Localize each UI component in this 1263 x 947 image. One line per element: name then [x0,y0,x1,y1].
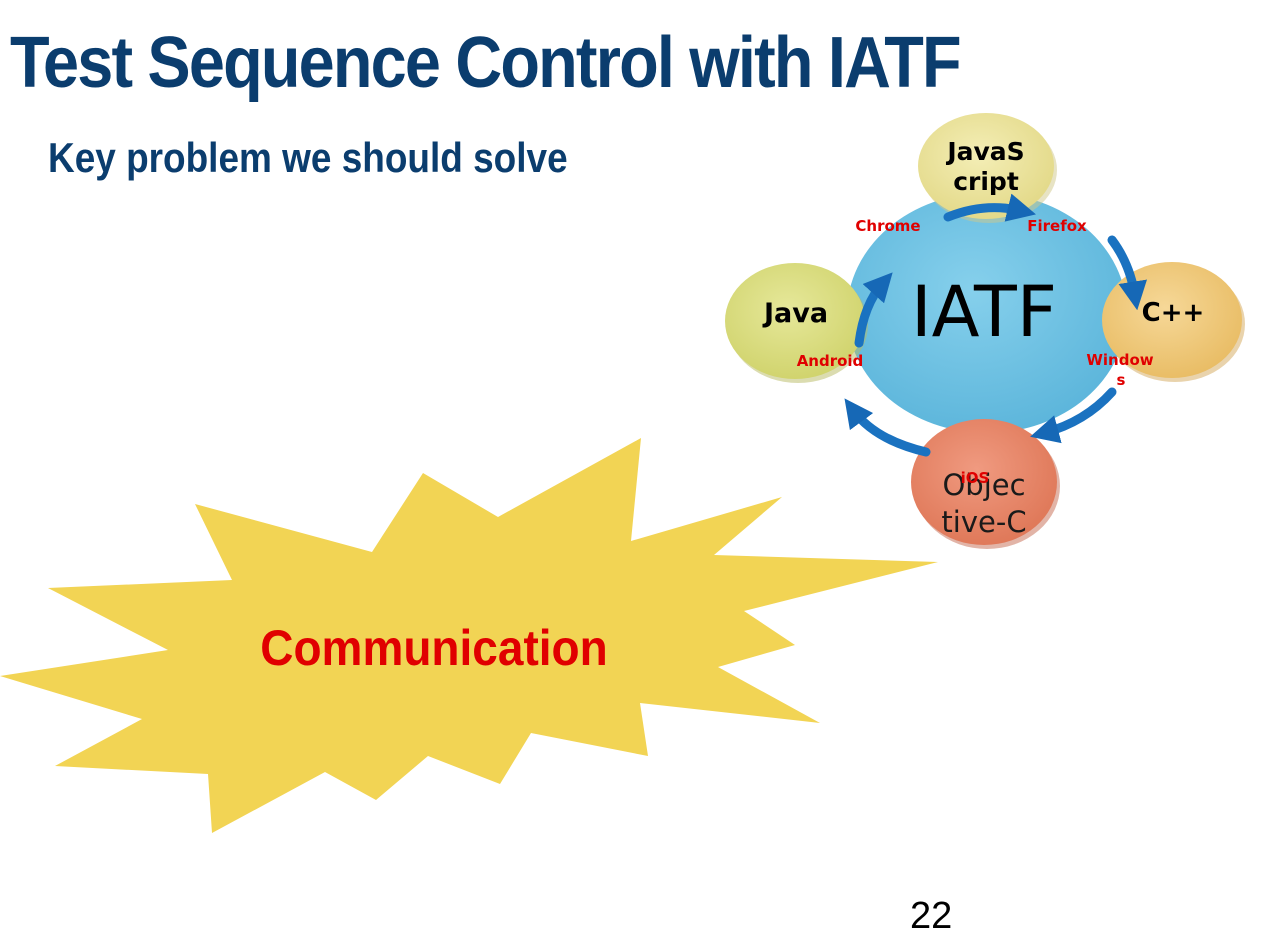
objective-c-label-line2: tive-C [941,505,1026,539]
java-label: Java [762,298,828,329]
iatf-center-label: IATF [911,271,1057,353]
platform-firefox-label: Firefox [1027,217,1087,235]
platform-windows-label-line1: Window [1086,351,1153,369]
arrow-left [854,272,893,348]
platform-chrome-label: Chrome [855,217,920,235]
burst-shape [0,438,938,833]
arrow-right-lower [1030,387,1117,444]
cycle-arrows [844,193,1148,457]
javascript-label-line1: JavaS [945,137,1024,166]
objective-c-label-line1: Objec [942,468,1025,502]
arrow-right-upper [1107,235,1148,311]
cpp-label: C++ [1142,298,1205,328]
platform-android-label: Android [797,352,864,370]
iatf-cycle-diagram: JavaS cript Java C++ Objec tive-C IATF C… [725,113,1245,549]
javascript-label-line2: cript [953,167,1019,196]
communication-burst: Communication [0,438,938,833]
slide-subtitle: Key problem we should solve [48,134,568,181]
platform-ios-label: iOS [961,469,990,487]
arrow-top [943,193,1036,222]
iatf-center-circle [847,193,1127,433]
platform-windows-label-line2: s [1117,371,1126,389]
page-number: 22 [910,895,953,937]
arrow-bottom-left [844,398,931,457]
java-bubble: Java [725,263,868,383]
slide-title: Test Sequence Control with IATF [10,23,962,103]
communication-label: Communication [260,621,607,676]
objective-c-bubble: Objec tive-C [911,419,1060,549]
